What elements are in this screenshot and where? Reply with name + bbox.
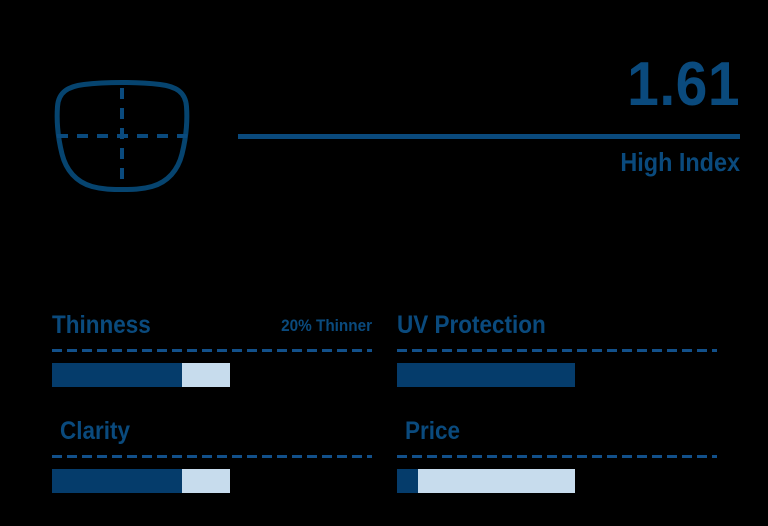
metric-title: Clarity — [60, 417, 131, 445]
metric-title: UV Protection — [397, 311, 546, 339]
metric-bar-track — [52, 363, 230, 387]
metric-bar-fill — [397, 469, 419, 493]
metric-bar-track — [397, 469, 575, 493]
metric-uv-protection: UV Protection — [397, 308, 717, 387]
metric-title: Thinness — [52, 311, 151, 339]
lens-outline-icon — [52, 80, 192, 193]
metric-dashed-rule — [52, 455, 372, 458]
metric-clarity: Clarity — [52, 414, 372, 493]
metric-title: Price — [405, 417, 461, 445]
metrics-grid: Thinness 20% Thinner UV Protection Clari… — [0, 300, 768, 526]
metric-dashed-rule — [397, 349, 717, 352]
metric-header: Clarity — [52, 414, 372, 444]
metric-bar-fill — [397, 363, 575, 387]
metric-thinness: Thinness 20% Thinner — [52, 308, 372, 387]
index-divider — [238, 134, 740, 139]
metric-header: Price — [397, 414, 717, 444]
metric-bar-fill — [52, 469, 182, 493]
metric-note: 20% Thinner — [281, 316, 372, 335]
metric-dashed-rule — [52, 349, 372, 352]
metric-header: Thinness 20% Thinner — [52, 308, 372, 338]
metric-header: UV Protection — [397, 308, 717, 338]
metric-bar-track — [52, 469, 230, 493]
index-label: High Index — [620, 147, 740, 177]
hero-section: 1.61 High Index — [52, 50, 740, 193]
index-block: 1.61 High Index — [238, 50, 740, 178]
metric-dashed-rule — [397, 455, 717, 458]
metric-bar-fill — [52, 363, 182, 387]
metric-price: Price — [397, 414, 717, 493]
index-value: 1.61 — [627, 50, 740, 119]
metric-bar-track — [397, 363, 575, 387]
